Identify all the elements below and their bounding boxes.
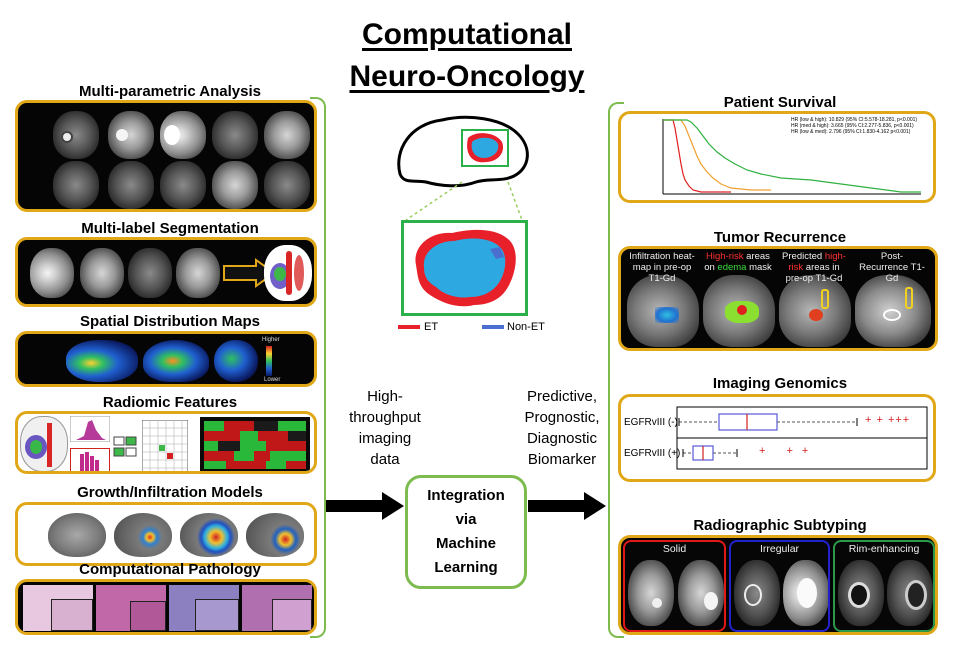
genomics-row-label: EGFRvIII (+) (624, 448, 681, 459)
legend-et-label: ET (424, 321, 439, 333)
growth-brain-3 (180, 513, 238, 557)
mri-slice (53, 161, 99, 209)
subtype-irregular: Irregular (729, 540, 830, 632)
segmentation-result (264, 245, 312, 301)
pathology-slide-1 (23, 585, 93, 631)
arrow-out-shaft (528, 500, 586, 512)
legend-non-et-swatch (482, 325, 504, 329)
right-bracket (608, 102, 624, 638)
mri-slice (887, 560, 933, 626)
survival-curve (662, 119, 921, 195)
mri-slice (108, 161, 154, 209)
feature-matrix (142, 420, 188, 471)
mri-slice (108, 111, 154, 159)
recurrence-scan-2 (703, 275, 775, 347)
recurrence-caption-4: Post-Recurrence T1-Gd (859, 251, 925, 284)
panel-recurrence: Infiltration heat-map in pre-op T1-Gd Hi… (618, 246, 938, 351)
mri-slice (160, 161, 206, 209)
integration-box: Integration via Machine Learning (405, 475, 527, 589)
mri-slice (176, 248, 220, 298)
left-bracket (310, 97, 326, 638)
label-radiomic: Radiomic Features (102, 394, 238, 411)
label-spatial-maps: Spatial Distribution Maps (79, 313, 260, 330)
panel-survival: HR (low & high): 10.829 (95% CI:5.578-18… (618, 111, 936, 203)
panel-spatial-maps: Higher Lower (15, 331, 317, 387)
mri-slice (734, 560, 780, 626)
panel-radiomic (15, 411, 317, 474)
mri-slice (128, 248, 172, 298)
outliers-positive: + ++ (759, 445, 818, 457)
label-multiparametric: Multi-parametric Analysis (79, 83, 261, 100)
recurrence-caption-2: High-risk areas on edema mask (704, 251, 772, 273)
mri-slice (264, 111, 310, 159)
mri-slice (212, 161, 258, 209)
texture-icon (113, 436, 137, 457)
heatmap-coronal (214, 340, 258, 382)
title-line-2: Neuro-Oncology (349, 60, 585, 93)
label-survival: Patient Survival (723, 94, 837, 111)
arrow-right-icon (382, 492, 404, 520)
panel-multiparametric (15, 100, 317, 212)
pathology-slide-3 (169, 585, 239, 631)
recurrence-scan-4 (855, 275, 931, 347)
label-pathology: Computational Pathology (79, 561, 261, 578)
zoom-connector (405, 181, 523, 221)
mri-slice (838, 560, 884, 626)
outliers-negative: + + +++ (865, 414, 911, 426)
radiomic-heatmap (200, 417, 310, 471)
recurrence-scan-3 (779, 275, 851, 347)
growth-brain-2 (114, 513, 172, 557)
mri-slice (160, 111, 206, 159)
growth-brain-1 (48, 513, 106, 557)
recurrence-scan-1 (627, 275, 699, 347)
panel-pathology (15, 579, 317, 635)
label-genomics: Imaging Genomics (712, 375, 848, 392)
label-recurrence: Tumor Recurrence (713, 229, 847, 246)
heatmap-sagittal (143, 340, 209, 382)
recurrence-caption-3: Predicted high-risk areas in pre-op T1-G… (782, 251, 846, 284)
mri-slice (212, 111, 258, 159)
mri-slice (264, 161, 310, 209)
mri-slice (80, 248, 124, 298)
output-description: Predictive, Prognostic, Diagnostic Bioma… (524, 388, 600, 468)
label-growth: Growth/Infiltration Models (77, 484, 263, 501)
mri-slice (30, 248, 74, 298)
colorbar-low-label: Lower (264, 377, 281, 383)
subtype-solid: Solid (623, 540, 726, 632)
tumor-zoom-box (401, 220, 528, 316)
mri-slice (53, 111, 99, 159)
tumor-segmentation (415, 229, 516, 307)
colorbar-high-label: Higher (262, 337, 280, 343)
genomics-row-label: EGFRvIII (-) (624, 417, 678, 428)
label-subtyping: Radiographic Subtyping (693, 517, 867, 534)
survival-legend: HR (low & high): 10.829 (95% CI:5.578-18… (791, 117, 918, 135)
histogram-1 (70, 416, 110, 442)
mri-slice (783, 560, 828, 626)
radiomic-brain (20, 416, 68, 471)
heatmap-axial (66, 340, 138, 382)
legend-non-et-label: Non-ET (507, 321, 545, 333)
panel-genomics: EGFRvIII (-) EGFRvIII (+) + + +++ + ++ (618, 394, 936, 482)
recurrence-caption-1: Infiltration heat-map in pre-op T1-Gd (629, 251, 695, 284)
colorbar (266, 346, 272, 376)
panel-subtyping: Solid Irregular Rim-enhancing (618, 535, 938, 635)
input-description: High- throughput imaging data (349, 388, 421, 468)
brain-outline (397, 115, 529, 188)
arrow-right-icon (584, 492, 606, 520)
subtype-rim-enhancing: Rim-enhancing (833, 540, 935, 632)
mri-slice (628, 560, 674, 626)
legend-et-swatch (398, 325, 420, 329)
page-title: Computational Neuro-Oncology (322, 14, 612, 98)
panel-segmentation (15, 237, 317, 307)
label-segmentation: Multi-label Segmentation (81, 220, 259, 237)
mri-slice (678, 560, 724, 626)
arrow-in-shaft (326, 500, 384, 512)
genomics-boxplot (676, 406, 928, 470)
histogram-2 (70, 448, 110, 471)
panel-growth (15, 502, 317, 566)
growth-brain-4 (246, 513, 304, 557)
title-line-1: Computational (362, 18, 572, 51)
pathology-slide-2 (96, 585, 166, 631)
pathology-slide-4 (242, 585, 312, 631)
